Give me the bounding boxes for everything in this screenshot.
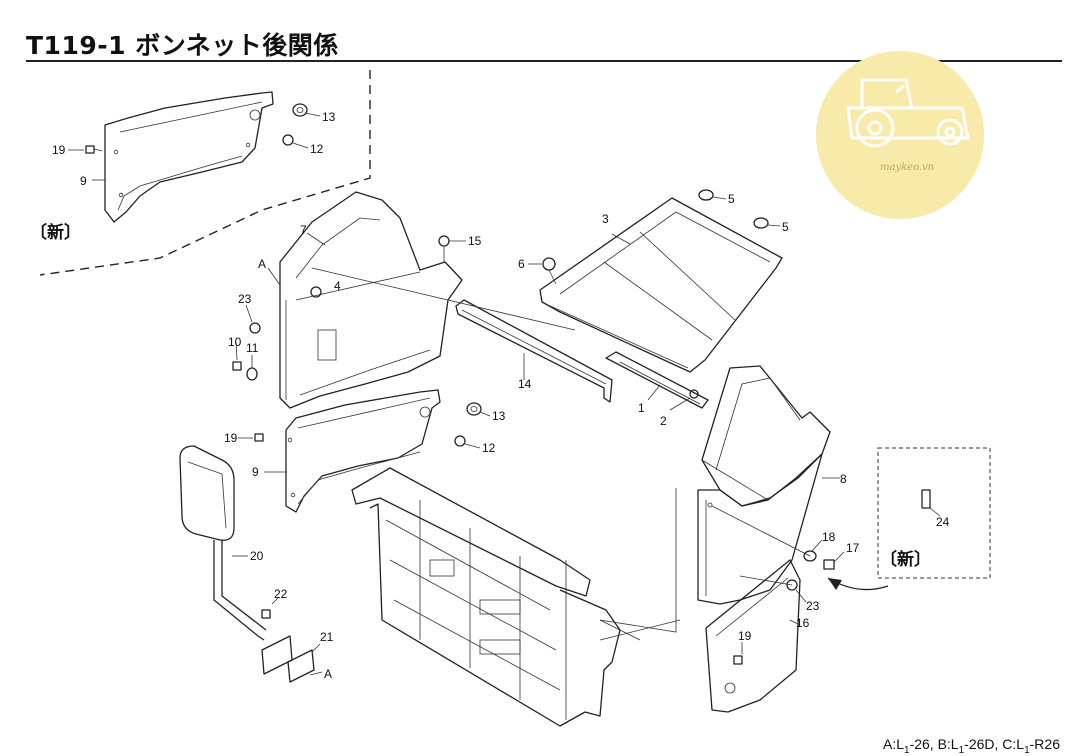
watermark-logo: maykeo.vn — [816, 51, 984, 219]
bolt-17 — [823, 559, 835, 570]
bolt-19-lower — [733, 655, 743, 665]
bolt-22 — [261, 609, 271, 619]
part-9-panel — [285, 389, 441, 513]
support-frame — [351, 467, 681, 727]
part-3-top-cover — [539, 197, 783, 373]
label-24: 24 — [936, 515, 950, 529]
label-10: 10 — [228, 335, 242, 349]
label-21: 21 — [320, 630, 334, 644]
label-9a: 9 — [80, 174, 87, 188]
bolt-10 — [232, 361, 242, 371]
label-3: 3 — [602, 212, 609, 226]
label-13a: 13 — [322, 110, 336, 124]
grommet-5b — [753, 217, 769, 229]
washer-13-new — [292, 103, 308, 117]
new-variant-box — [877, 447, 991, 579]
part-24-clip — [921, 489, 931, 509]
label-19c: 19 — [738, 629, 752, 643]
label-19a: 19 — [52, 143, 66, 157]
nut-23-right — [786, 579, 798, 591]
part-8-side-panel — [697, 365, 831, 605]
label-A-top: A — [258, 257, 266, 271]
label-20: 20 — [250, 549, 264, 563]
label-15: 15 — [468, 234, 482, 248]
label-A-bottom: A — [324, 667, 332, 681]
label-2: 2 — [660, 414, 667, 428]
new-label-right: 〔新〕 — [880, 549, 931, 570]
label-8: 8 — [840, 472, 847, 486]
label-9b: 9 — [252, 465, 259, 479]
page-title: T119-1 ボンネット後関係 — [26, 31, 339, 60]
label-11: 11 — [246, 341, 259, 355]
label-23b: 23 — [806, 599, 820, 613]
label-4: 4 — [334, 279, 341, 293]
part-7-side-panel — [279, 191, 463, 409]
bolt-6 — [542, 257, 557, 285]
bolt-19-new — [85, 145, 103, 154]
part-21-plate — [261, 635, 315, 683]
washer-13 — [466, 402, 482, 416]
part-9-new-panel — [104, 91, 274, 223]
washer-11 — [246, 367, 258, 381]
part-20-mirror — [179, 445, 267, 641]
grommet-5a — [698, 189, 714, 201]
label-23a: 23 — [238, 292, 252, 306]
label-12a: 12 — [310, 142, 324, 156]
label-6: 6 — [518, 257, 525, 271]
washer-18 — [803, 550, 817, 562]
label-22: 22 — [274, 587, 288, 601]
part-16-lower-panel — [705, 559, 801, 713]
bolt-19-mid — [254, 433, 264, 442]
model-footnote: A:L1-26, B:L1-26D, C:L1-R26 — [882, 736, 1060, 756]
label-19b: 19 — [224, 431, 238, 445]
label-7: 7 — [300, 223, 307, 237]
bolt-2 — [689, 389, 699, 399]
part-1-bracket — [605, 351, 709, 409]
label-1: 1 — [638, 401, 645, 415]
watermark-text: maykeo.vn — [880, 162, 934, 173]
label-5a: 5 — [728, 192, 735, 206]
label-12b: 12 — [482, 441, 496, 455]
label-18: 18 — [822, 530, 836, 544]
label-13b: 13 — [492, 409, 506, 423]
nut-12 — [454, 435, 466, 447]
label-17: 17 — [846, 541, 860, 555]
nut-23-left — [249, 322, 261, 334]
title-rule — [26, 60, 1062, 62]
new-label-topleft: 〔新〕 — [30, 222, 81, 243]
label-5b: 5 — [782, 220, 789, 234]
bolt-15 — [438, 235, 450, 262]
label-14: 14 — [518, 377, 532, 391]
part-14-bracket — [455, 299, 613, 403]
nut-12-new — [282, 134, 294, 146]
label-16: 16 — [796, 616, 810, 630]
